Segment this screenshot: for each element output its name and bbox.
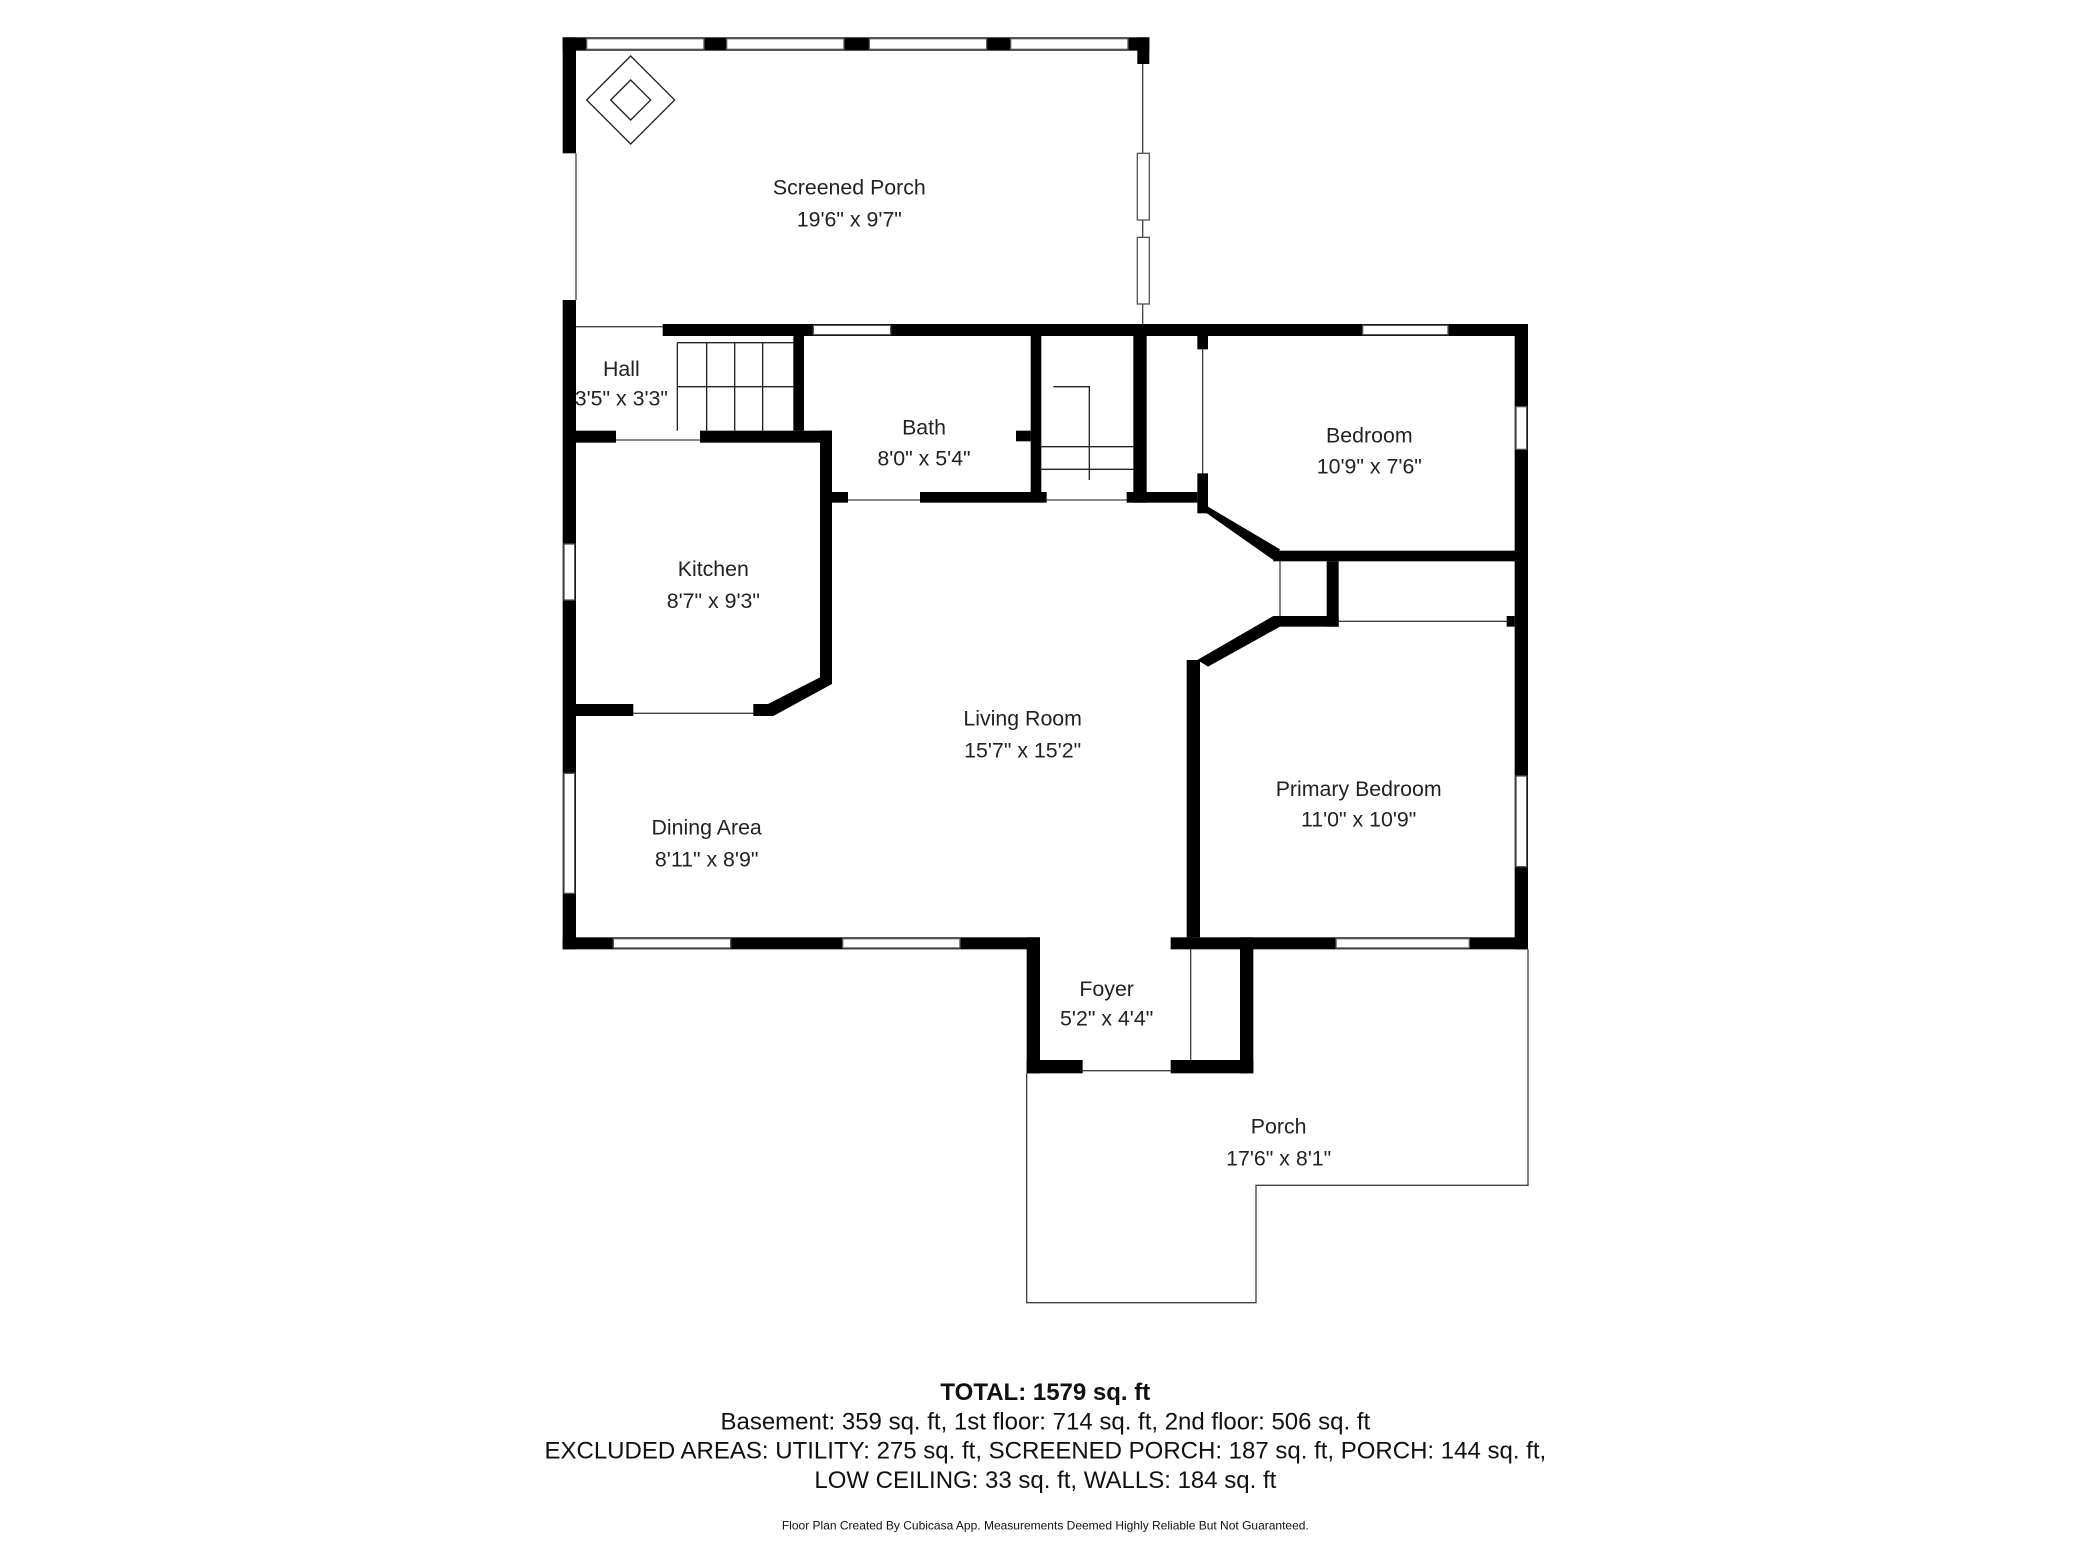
room-name: Hall: [603, 357, 640, 381]
room-name: Bedroom: [1326, 424, 1413, 448]
room-name: Porch: [1251, 1114, 1307, 1138]
floor-areas: Basement: 359 sq. ft, 1st floor: 714 sq.…: [720, 1408, 1370, 1435]
room-size: 8'0" x 5'4": [877, 446, 970, 470]
room-size: 3'5" x 3'3": [575, 386, 668, 410]
room-labels: Screened Porch 19'6" x 9'7" Hall 3'5" x …: [575, 176, 1442, 1171]
room-name: Dining Area: [652, 816, 762, 840]
room-name: Screened Porch: [773, 176, 926, 200]
room-size: 5'2" x 4'4": [1060, 1006, 1153, 1030]
room-name: Kitchen: [678, 557, 749, 581]
room-size: 17'6" x 8'1": [1226, 1146, 1331, 1170]
disclaimer: Floor Plan Created By Cubicasa App. Meas…: [782, 1518, 1309, 1532]
room-size: 8'7" x 9'3": [667, 589, 760, 613]
room-name: Primary Bedroom: [1276, 777, 1442, 801]
room-name: Bath: [902, 416, 946, 440]
room-name: Living Room: [963, 706, 1082, 730]
excluded-areas-continued: LOW CEILING: 33 sq. ft, WALLS: 184 sq. f…: [814, 1467, 1276, 1494]
room-size: 19'6" x 9'7": [797, 208, 902, 232]
room-size: 8'11" x 8'9": [655, 848, 759, 872]
room-size: 15'7" x 15'2": [964, 738, 1081, 762]
walls: [562, 37, 1529, 1304]
total-area: TOTAL: 1579 sq. ft: [940, 1379, 1150, 1406]
room-name: Foyer: [1079, 977, 1134, 1001]
area-summary: TOTAL: 1579 sq. ft Basement: 359 sq. ft,…: [544, 1379, 1546, 1532]
room-size: 10'9" x 7'6": [1317, 454, 1422, 478]
room-size: 11'0" x 10'9": [1301, 808, 1416, 832]
excluded-areas: EXCLUDED AREAS: UTILITY: 275 sq. ft, SCR…: [544, 1438, 1546, 1465]
